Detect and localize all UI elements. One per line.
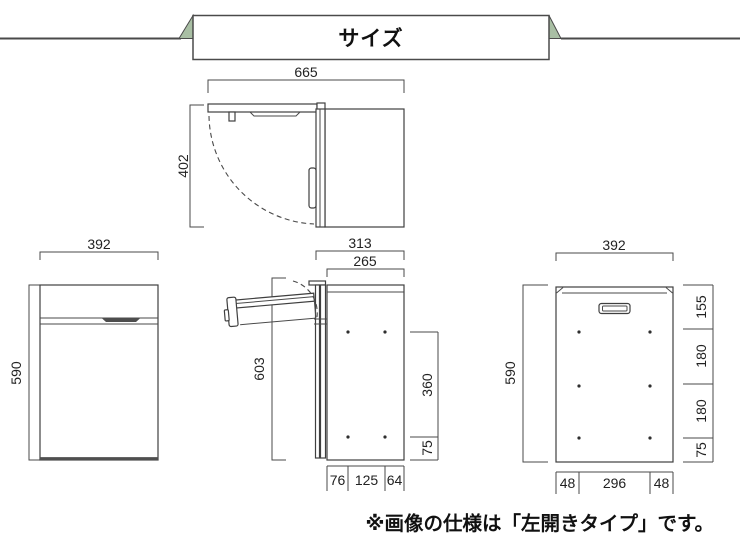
dim-top-402-bracket — [189, 104, 204, 228]
dim-rear-392-label: 392 — [602, 237, 626, 253]
side-view: 313 265 603 360 75 — [223, 235, 439, 491]
dim-rear-48b-label: 48 — [654, 475, 670, 491]
dim-rear-bottom-bracket — [555, 471, 674, 494]
side-hole — [383, 435, 387, 439]
rear-corner-chamfer-left — [556, 287, 564, 294]
side-flap-panel-line — [234, 296, 315, 305]
rear-hand-grip-inner — [602, 305, 628, 312]
top-door-handle-recess — [249, 111, 301, 117]
caption-note: ※画像の仕様は「左開きタイプ」です。 — [365, 512, 714, 535]
dim-rear-590-bracket — [522, 284, 548, 463]
side-door-top-lip — [308, 280, 327, 286]
rear-corner-chamfer-right — [665, 287, 673, 294]
side-flap-end-nub — [223, 309, 230, 322]
dim-rear-180b-label: 180 — [693, 399, 709, 423]
dim-front-590-bracket — [28, 284, 44, 461]
dim-side-bottom-bracket — [326, 465, 405, 491]
dim-side-360-label: 360 — [419, 373, 435, 397]
front-handle-groove — [101, 317, 141, 322]
rear-hole — [648, 330, 652, 334]
dim-side-right-bracket — [410, 331, 439, 461]
rear-hole — [577, 436, 581, 440]
rear-hole — [648, 436, 652, 440]
front-box-body — [39, 284, 159, 461]
side-hole — [346, 330, 350, 334]
title-banner: サイズ — [0, 13, 740, 61]
banner-ribbon-right — [548, 15, 562, 39]
dim-rear-155-label: 155 — [693, 295, 709, 319]
dim-side-603-label: 603 — [251, 357, 267, 381]
side-hole — [346, 435, 350, 439]
side-flap-end-line — [313, 301, 317, 319]
rear-hole — [648, 384, 652, 388]
dim-top-665-bracket — [207, 79, 405, 93]
front-view: 392 590 — [8, 236, 159, 461]
dim-side-75-label: 75 — [419, 440, 435, 456]
dim-front-392-label: 392 — [87, 236, 111, 252]
top-view: 665 402 — [175, 64, 405, 228]
side-flap-swing-arc — [292, 280, 318, 318]
side-open-flap — [223, 292, 317, 328]
dim-side-265-label: 265 — [353, 253, 377, 269]
dim-side-76-label: 76 — [330, 472, 346, 488]
dim-side-125-label: 125 — [355, 472, 379, 488]
side-box-body — [326, 284, 405, 461]
side-door-outer — [314, 284, 321, 459]
banner-ribbon-left — [178, 13, 194, 39]
top-door-swing-arc — [208, 115, 315, 225]
side-door-inner — [319, 284, 327, 459]
dim-rear-75-label: 75 — [693, 442, 709, 458]
top-door-latch — [228, 111, 236, 122]
dim-top-402-label: 402 — [175, 154, 191, 178]
dim-front-392-bracket — [39, 251, 159, 260]
dim-rear-right-bracket — [683, 284, 714, 463]
dim-side-313-bracket — [315, 250, 405, 260]
side-flap-rail — [240, 317, 316, 326]
dim-front-590-label: 590 — [8, 361, 24, 385]
rear-view: 392 590 155 180 180 75 48 296 48 — [502, 237, 714, 494]
rear-hand-grip — [598, 302, 631, 315]
dim-rear-180a-label: 180 — [693, 344, 709, 368]
dim-rear-590-label: 590 — [502, 361, 518, 385]
dim-side-603-bracket — [271, 277, 286, 461]
rear-hole — [577, 384, 581, 388]
dim-side-64-label: 64 — [387, 472, 403, 488]
top-door-handle — [308, 167, 317, 209]
dim-side-313-label: 313 — [348, 235, 372, 251]
dim-side-265-bracket — [326, 268, 405, 277]
dim-rear-48a-label: 48 — [560, 475, 576, 491]
dim-rear-296-label: 296 — [603, 475, 627, 491]
dim-rear-392-bracket — [555, 252, 674, 261]
top-box-body — [324, 108, 405, 228]
side-hole — [383, 330, 387, 334]
rear-box-body — [555, 286, 674, 463]
page-title: サイズ — [338, 27, 403, 51]
rear-hole — [577, 330, 581, 334]
top-open-door — [207, 103, 318, 113]
banner-box — [192, 14, 550, 61]
dim-top-665-label: 665 — [294, 64, 318, 80]
